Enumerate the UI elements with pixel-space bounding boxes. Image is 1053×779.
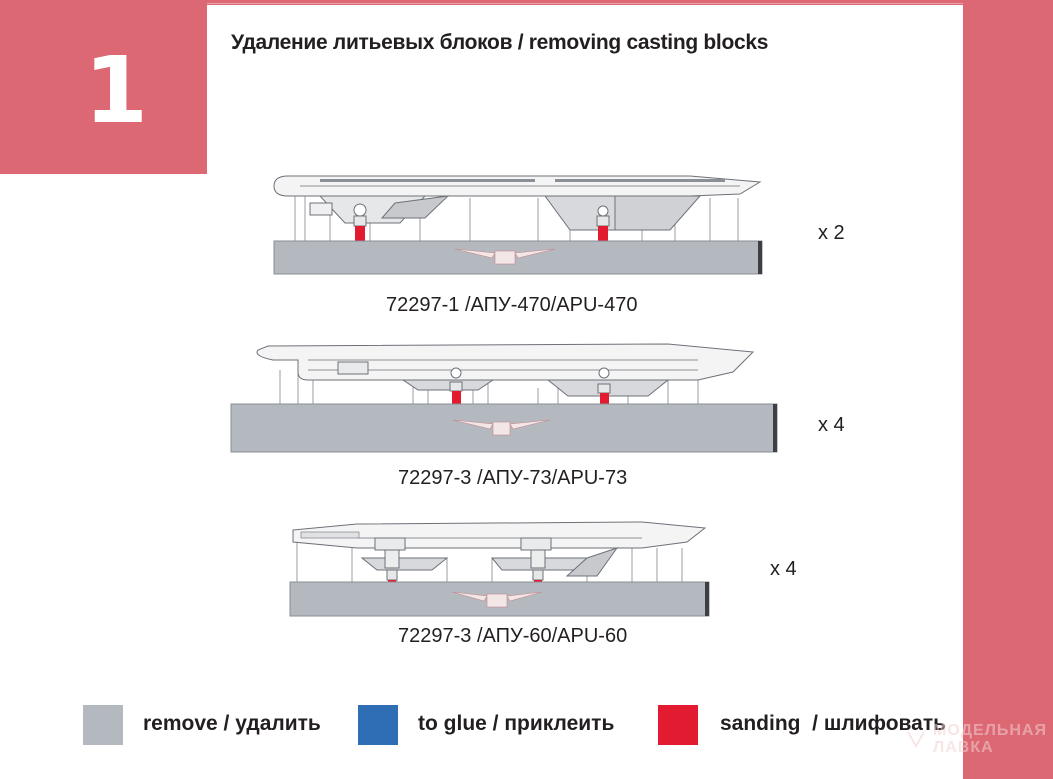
page-title: Удаление литьевых блоков / removing cast… [231,31,769,54]
sanding-point [452,391,461,404]
model-apu-73-drawing [228,340,780,453]
legend-label-remove: remove / удалить [143,712,321,735]
step-number-box [0,0,207,174]
watermark-logo-icon [907,731,925,749]
sanding-point [355,226,365,241]
model-caption: 72297-1 /АПУ-470/APU-470 [386,294,638,316]
watermark-line-2: ЛАВКА [933,739,994,756]
legend-label-glue: to glue / приклеить [418,712,615,735]
model-quantity: x 4 [770,558,797,580]
top-accent-strip [0,0,1053,5]
right-accent-band [963,0,1053,779]
top-divider-line [32,3,1017,4]
watermark-line-1: МОДЕЛЬНАЯ [933,722,1047,739]
model-caption: 72297-3 /АПУ-60/APU-60 [398,625,628,647]
legend-swatch-remove [83,705,123,745]
sanding-point [600,393,609,404]
model-quantity: x 2 [818,222,845,244]
model-apu-60-drawing [287,518,712,618]
sanding-point [598,226,608,241]
legend-swatch-glue [358,705,398,745]
model-apu-470-drawing [270,168,765,276]
model-caption: 72297-3 /АПУ-73/APU-73 [398,467,628,489]
legend-swatch-sanding [658,705,698,745]
step-number: 1 [83,37,148,144]
model-quantity: x 4 [818,414,845,436]
legend-label-sanding: sanding / шлифовать [720,712,947,735]
watermark: МОДЕЛЬНАЯ ЛАВКА [905,722,1047,756]
